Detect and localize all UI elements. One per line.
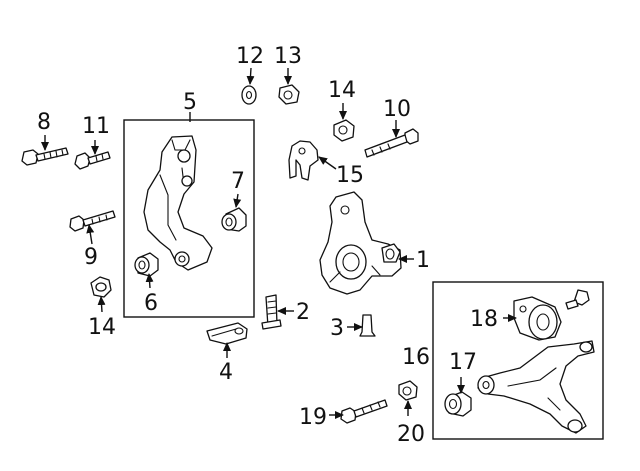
callout-9: 9 (84, 245, 98, 270)
nut-icon (333, 119, 355, 142)
bracket-icon (288, 140, 319, 181)
bolt-icon (359, 314, 376, 337)
callout-11: 11 (82, 114, 110, 139)
callout-15: 15 (336, 163, 364, 188)
bolt-icon (261, 294, 282, 330)
callout-4: 4 (219, 360, 233, 385)
bolt-icon (340, 399, 388, 424)
callout-7: 7 (231, 169, 245, 194)
assembly-box-16 (432, 281, 604, 440)
callout-17: 17 (449, 350, 477, 375)
bushing-icon (221, 207, 247, 232)
callout-14-left: 14 (88, 315, 116, 340)
callout-labels: 1 2 3 4 5 6 7 8 9 10 11 12 13 14 14 15 1… (37, 44, 498, 447)
bolt-icon (21, 147, 69, 166)
callout-3: 3 (330, 316, 344, 341)
callout-18: 18 (470, 307, 498, 332)
callout-19: 19 (299, 405, 327, 430)
leader-lines (41, 67, 517, 419)
nut-icon (278, 84, 300, 105)
assembly-box-5 (123, 119, 255, 318)
callout-6: 6 (144, 291, 158, 316)
nut-icon (90, 276, 112, 298)
callout-13: 13 (274, 44, 302, 69)
bushing-icon (513, 296, 562, 341)
callout-10: 10 (383, 97, 411, 122)
callout-16: 16 (402, 345, 430, 370)
bushing-icon (134, 252, 159, 277)
washer-icon (241, 85, 257, 105)
bolt-icon (74, 151, 111, 170)
callout-5: 5 (183, 90, 197, 115)
callout-20: 20 (397, 422, 425, 447)
callout-1: 1 (416, 248, 430, 273)
callout-12: 12 (236, 44, 264, 69)
lower-control-arm-icon (477, 340, 595, 434)
bracket-icon (206, 322, 248, 345)
bushing-icon (444, 391, 472, 417)
bolt-icon (565, 289, 590, 310)
bracket-icon (143, 135, 213, 271)
bolt-icon (364, 128, 419, 158)
nut-icon (398, 380, 418, 401)
steering-knuckle-icon (319, 191, 402, 295)
callout-14-top: 14 (328, 78, 356, 103)
bolt-icon (69, 210, 116, 232)
callout-2: 2 (296, 300, 310, 325)
callout-8: 8 (37, 110, 51, 135)
